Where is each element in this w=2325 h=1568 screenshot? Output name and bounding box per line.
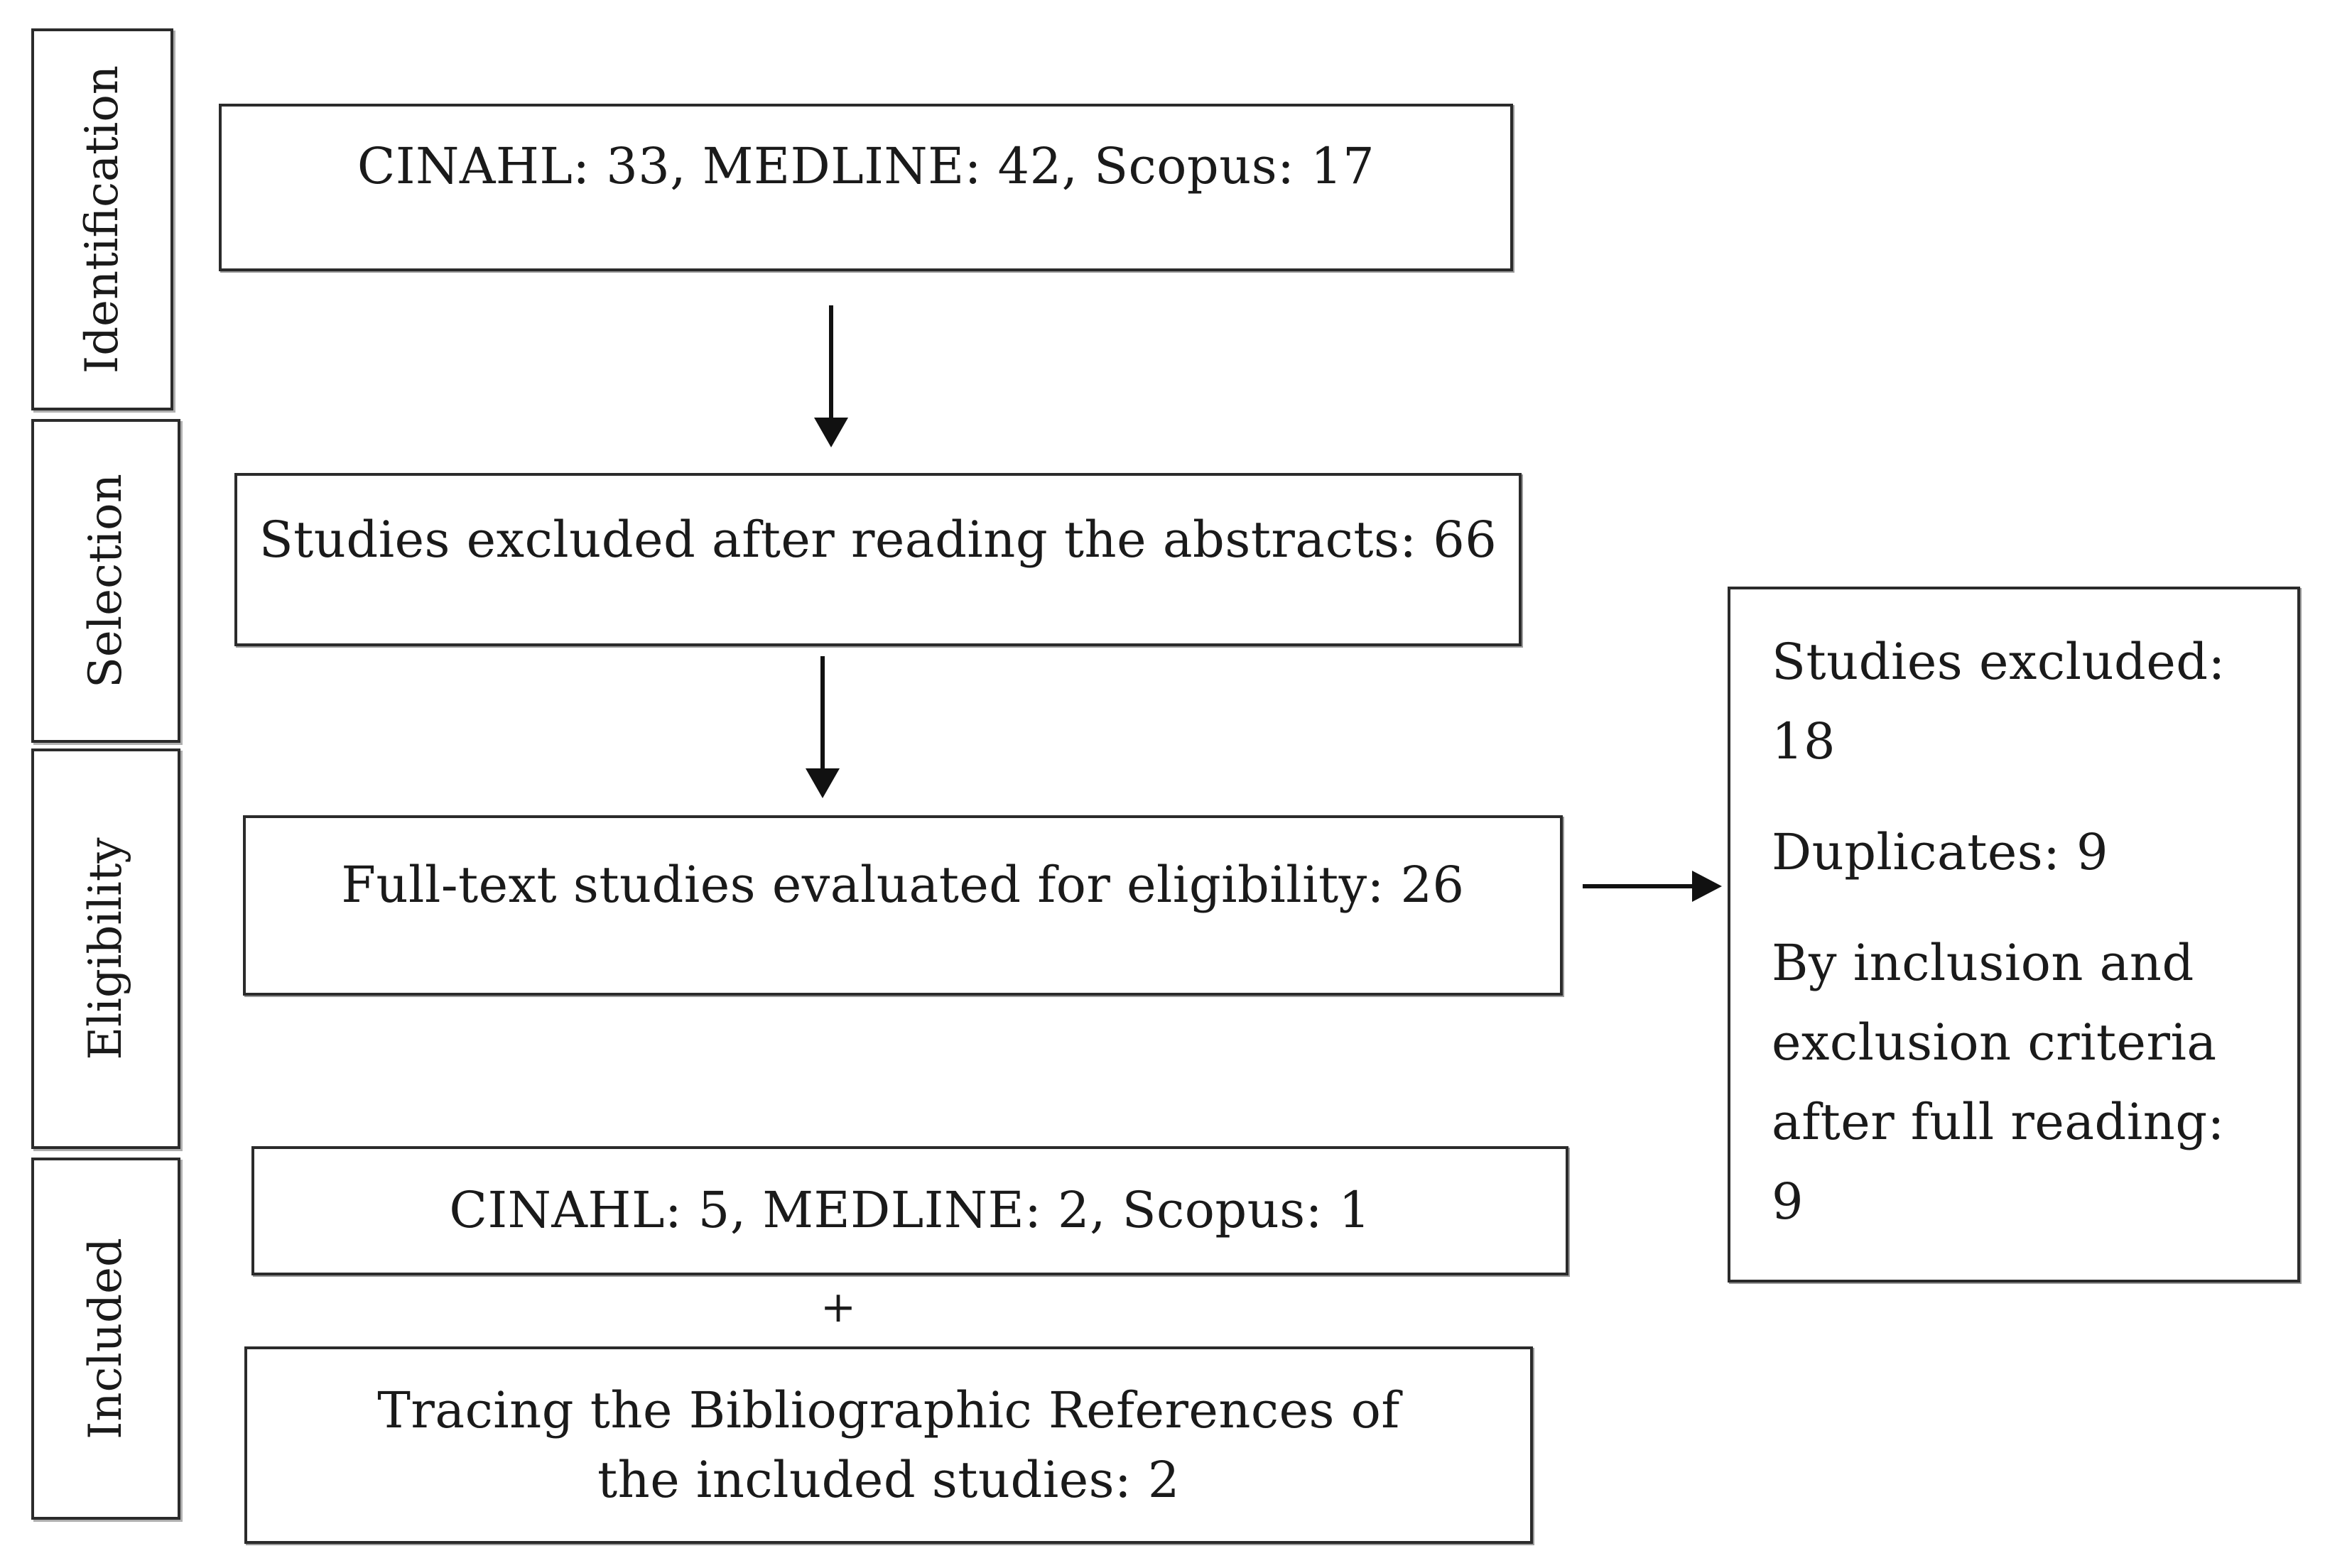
eligibility-box: Full-text studies evaluated for eligibil…: [243, 815, 1563, 996]
excluded-criteria: By inclusion and exclusion criteria afte…: [1772, 934, 2225, 1231]
eligibility-box-text: Full-text studies evaluated for eligibil…: [341, 856, 1465, 914]
identification-box: CINAHL: 33, MEDLINE: 42, Scopus: 17: [219, 104, 1513, 271]
stage-included: Included: [31, 1158, 180, 1520]
stage-identification: Identification: [31, 28, 173, 410]
arrow-down-2: [801, 656, 844, 798]
tracing-box: Tracing the Bibliographic References of …: [244, 1346, 1533, 1544]
included-box: CINAHL: 5, MEDLINE: 2, Scopus: 1: [251, 1146, 1568, 1275]
plus-sign: +: [820, 1283, 857, 1332]
identification-box-text: CINAHL: 33, MEDLINE: 42, Scopus: 17: [357, 137, 1375, 195]
stage-selection: Selection: [31, 419, 180, 743]
tracing-box-text: Tracing the Bibliographic References of …: [377, 1381, 1400, 1509]
selection-box: Studies excluded after reading the abstr…: [234, 473, 1522, 646]
stage-label-identification: Identification: [76, 65, 129, 374]
excluded-title: Studies excluded: 18: [1772, 633, 2226, 771]
stage-label-included: Included: [80, 1238, 132, 1439]
excluded-box: Studies excluded: 18 Duplicates: 9 By in…: [1728, 587, 2300, 1283]
stage-eligibility: Eligibility: [31, 748, 180, 1149]
selection-box-text: Studies excluded after reading the abstr…: [259, 511, 1497, 569]
stage-label-eligibility: Eligibility: [80, 837, 132, 1060]
arrow-right: [1583, 865, 1722, 908]
included-box-text: CINAHL: 5, MEDLINE: 2, Scopus: 1: [449, 1181, 1371, 1239]
stage-label-selection: Selection: [80, 474, 132, 688]
arrow-down-1: [810, 305, 852, 447]
excluded-duplicates: Duplicates: 9: [1772, 823, 2109, 881]
